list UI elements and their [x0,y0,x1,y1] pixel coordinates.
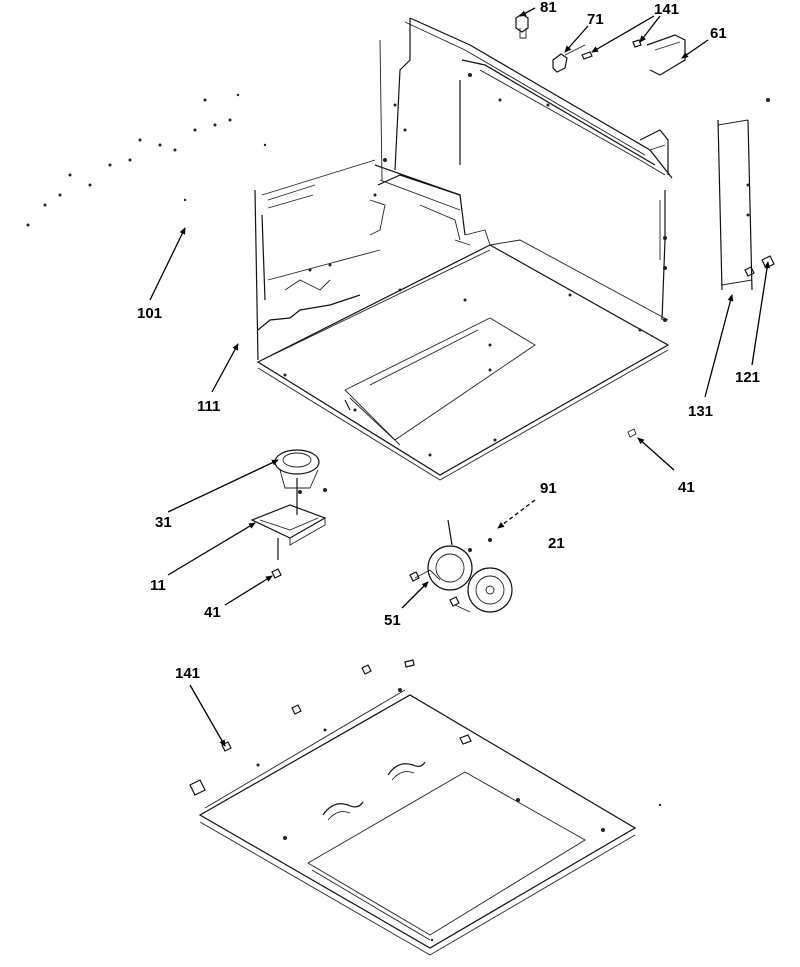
label-21: 21 [548,535,565,552]
label-51: 51 [384,612,401,629]
center-mechanisms [250,428,637,613]
label-91: 91 [540,480,557,497]
top-right-parts [515,13,686,76]
label-71: 71 [587,11,604,28]
label-41-left: 41 [204,604,221,621]
label-81: 81 [540,0,557,16]
part-labels: 81 71 141 61 101 111 131 121 41 91 21 31… [137,0,760,682]
label-61: 61 [710,25,727,42]
label-141-bottom: 141 [175,665,200,682]
label-101: 101 [137,305,162,322]
label-131: 131 [688,403,713,420]
label-31: 31 [155,514,172,531]
right-posts [717,98,775,291]
label-11: 11 [150,577,166,594]
label-141-top: 141 [654,1,679,18]
leader-lines [149,7,771,747]
screw-set [26,93,267,227]
label-41-right: 41 [678,479,695,496]
label-111: 111 [197,398,220,415]
bottom-base-plate [189,659,662,956]
label-121: 121 [735,369,760,386]
cabinet-assembly [254,17,673,481]
